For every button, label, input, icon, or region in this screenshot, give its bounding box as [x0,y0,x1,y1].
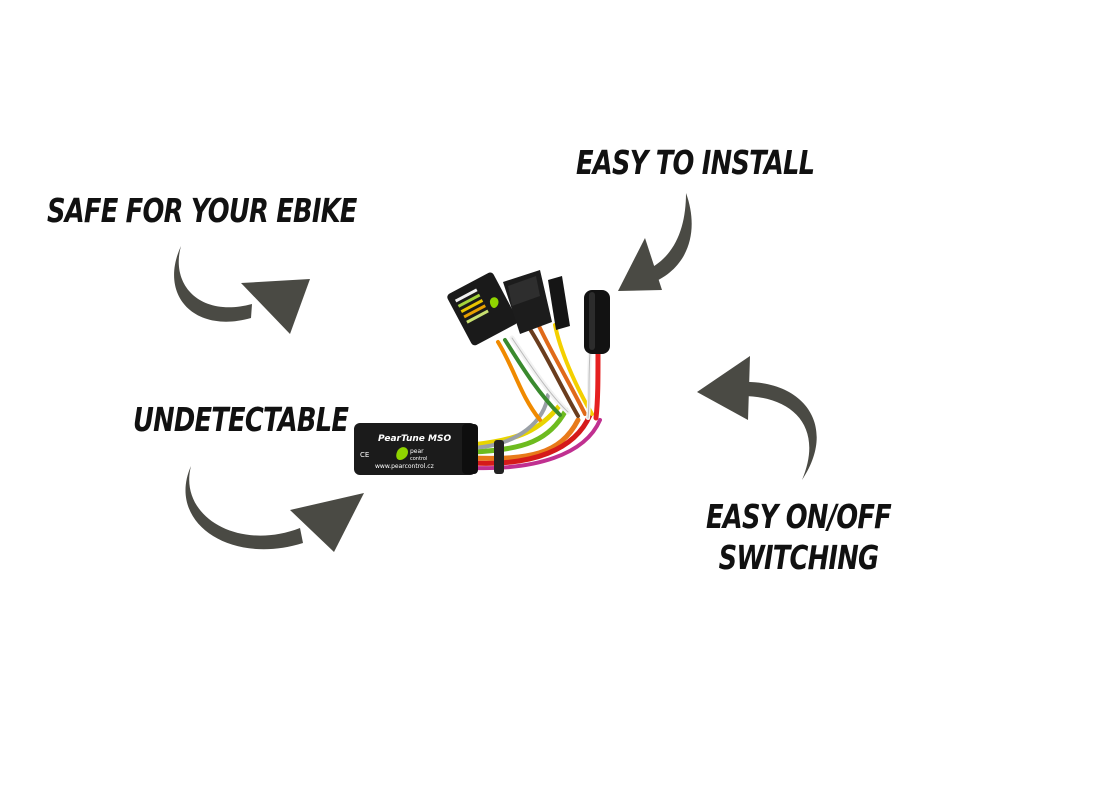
peartune-module: PearTune MSO CE pear control www.pearcon… [354,423,478,475]
pear-logo-icon [396,447,408,460]
small-connector [548,276,570,330]
curved-arrow-icon [618,193,692,291]
website-text: www.pearcontrol.cz [375,463,434,470]
curved-arrow-icon [697,356,817,480]
pear-logo-icon [489,297,499,308]
callout-onoff-line1: EASY ON/OFF [706,497,892,536]
callout-onoff-line2: SWITCHING [718,538,880,578]
callout-easy-on-off: EASY ON/OFF SWITCHING [706,496,892,579]
callout-safe-text: SAFE FOR YOUR EBIKE [47,191,357,230]
callout-easy-to-install-text: EASY TO INSTALL [576,143,815,182]
curved-arrow-icon [185,466,364,552]
curved-arrow-icon [174,246,310,334]
callout-safe-for-ebike: SAFE FOR YOUR EBIKE [47,190,357,231]
logo-text-pear: pear [410,448,424,455]
cable-tie [494,440,504,474]
callout-undetectable: UNDETECTABLE [133,399,349,440]
cable-bundle [469,322,602,471]
callout-easy-to-install: EASY TO INSTALL [576,142,815,183]
logo-text-control: control [410,456,427,462]
cylinder-connector [584,290,610,354]
display-module [447,272,518,346]
ce-mark: CE [360,451,369,459]
callout-undetectable-text: UNDETECTABLE [133,400,349,439]
module-name: PearTune MSO [378,434,451,444]
large-connector [503,270,552,334]
